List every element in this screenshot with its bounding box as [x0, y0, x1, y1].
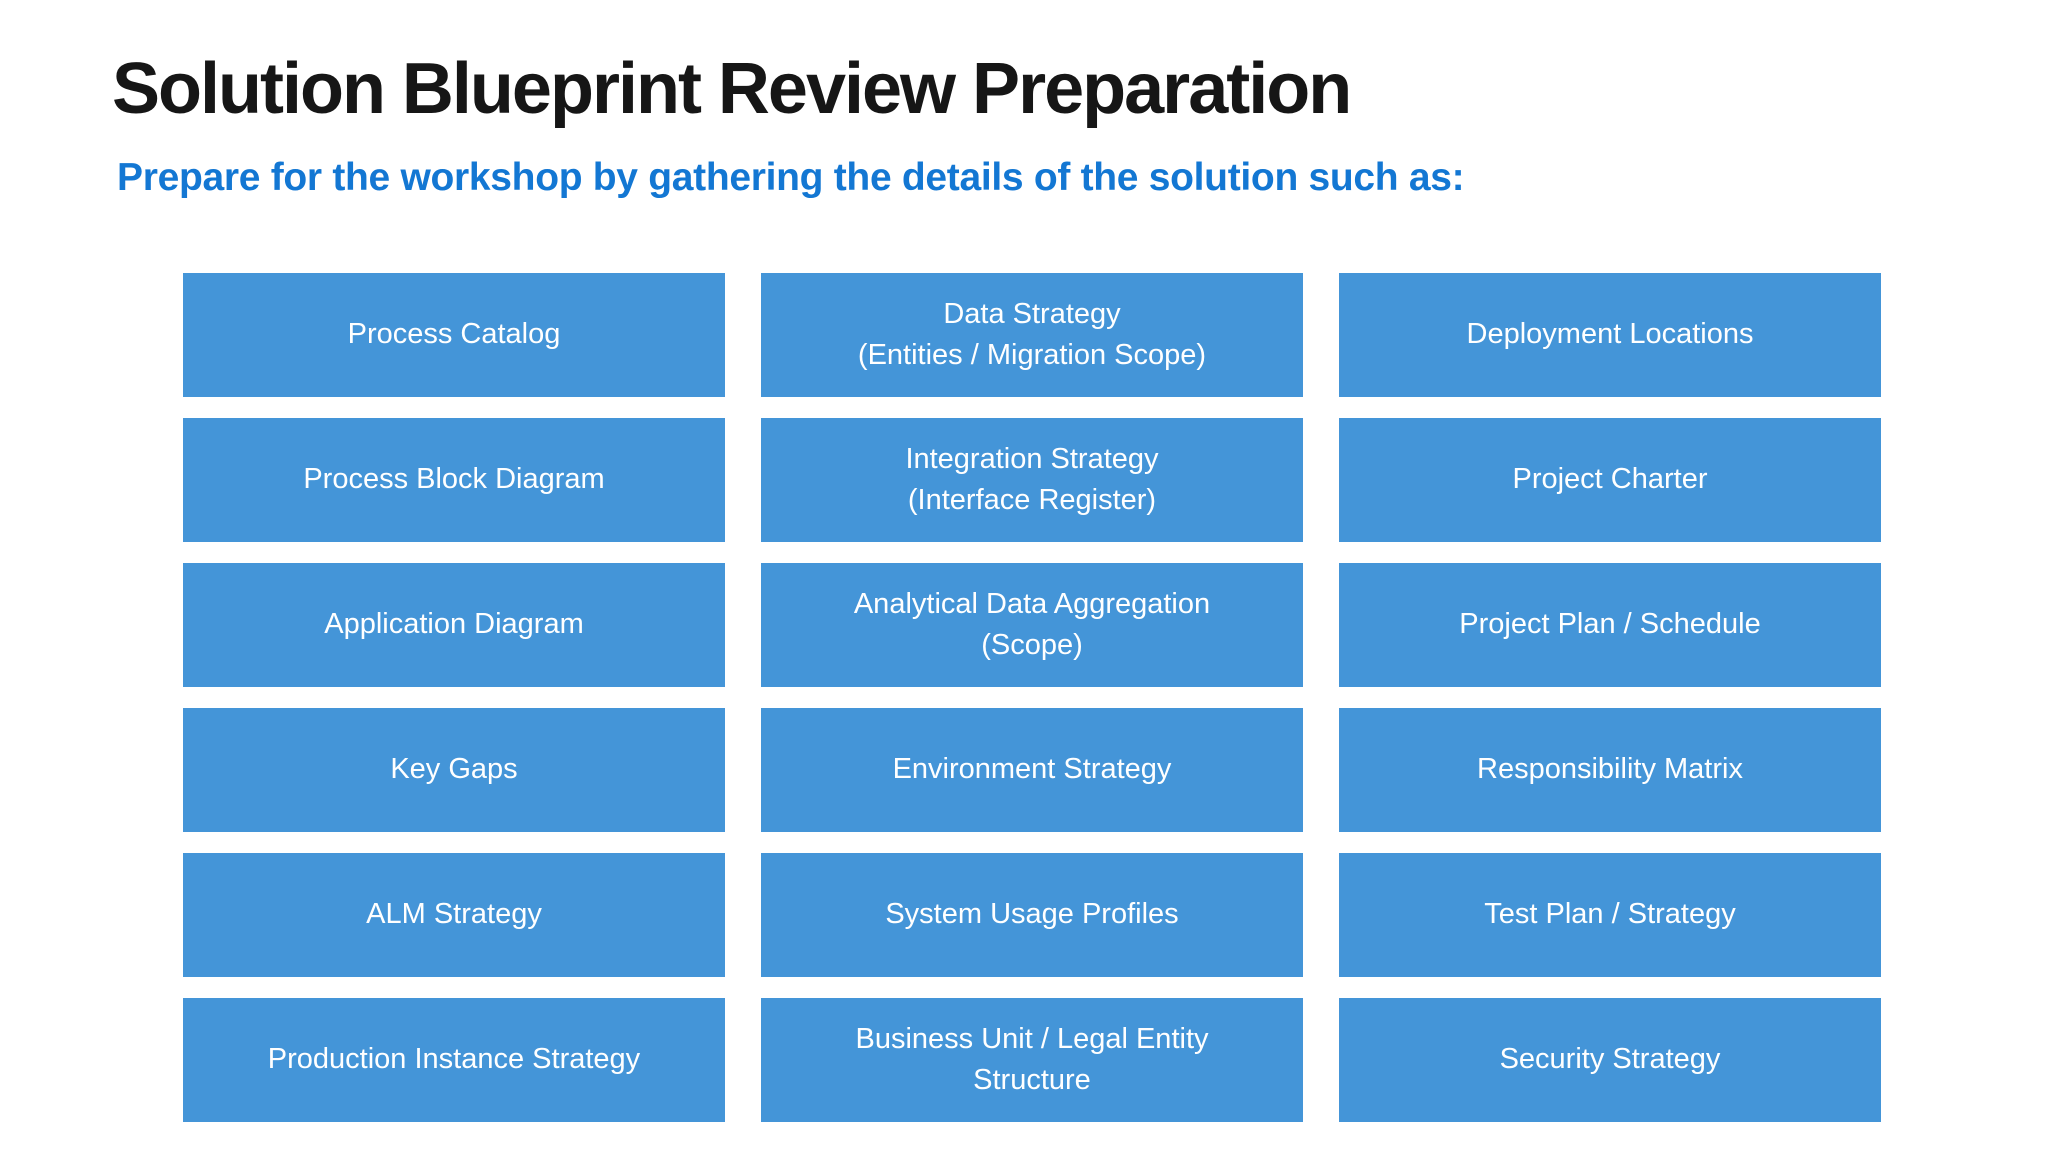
slide-title: Solution Blueprint Review Preparation: [112, 49, 1352, 129]
box-integration-strategy: Integration Strategy (Interface Register…: [761, 418, 1303, 542]
box-analytical-data-aggregation: Analytical Data Aggregation (Scope): [761, 563, 1303, 687]
box-label: Key Gaps: [390, 753, 518, 786]
box-data-strategy: Data Strategy (Entities / Migration Scop…: [761, 273, 1303, 397]
box-label: Deployment Locations: [1466, 318, 1754, 351]
slide-subtitle: Prepare for the workshop by gathering th…: [117, 156, 1465, 199]
box-label: Application Diagram: [324, 608, 584, 641]
box-label: Security Strategy: [1499, 1043, 1721, 1076]
box-process-catalog: Process Catalog: [183, 273, 725, 397]
box-test-plan-strategy: Test Plan / Strategy: [1339, 853, 1881, 977]
box-application-diagram: Application Diagram: [183, 563, 725, 687]
box-project-charter: Project Charter: [1339, 418, 1881, 542]
box-label: Responsibility Matrix: [1477, 753, 1743, 786]
box-process-block-diagram: Process Block Diagram: [183, 418, 725, 542]
box-system-usage-profiles: System Usage Profiles: [761, 853, 1303, 977]
box-label: Process Block Diagram: [303, 463, 605, 496]
box-production-instance-strategy: Production Instance Strategy: [183, 998, 725, 1122]
box-project-plan-schedule: Project Plan / Schedule: [1339, 563, 1881, 687]
box-label: Business Unit / Legal Entity Structure: [855, 1022, 1209, 1096]
box-responsibility-matrix: Responsibility Matrix: [1339, 708, 1881, 832]
box-business-unit-legal-entity-structure: Business Unit / Legal Entity Structure: [761, 998, 1303, 1122]
box-label: Production Instance Strategy: [267, 1043, 641, 1076]
box-environment-strategy: Environment Strategy: [761, 708, 1303, 832]
box-label: Process Catalog: [347, 318, 561, 351]
box-label: Project Charter: [1512, 463, 1708, 496]
box-alm-strategy: ALM Strategy: [183, 853, 725, 977]
box-label: Data Strategy (Entities / Migration Scop…: [857, 297, 1207, 371]
preparation-items-grid: Process Catalog Data Strategy (Entities …: [183, 273, 1881, 1122]
box-label: Integration Strategy (Interface Register…: [905, 442, 1159, 516]
box-label: Project Plan / Schedule: [1459, 608, 1761, 641]
box-label: ALM Strategy: [366, 898, 542, 931]
box-key-gaps: Key Gaps: [183, 708, 725, 832]
box-label: System Usage Profiles: [885, 898, 1179, 931]
box-deployment-locations: Deployment Locations: [1339, 273, 1881, 397]
box-label: Analytical Data Aggregation (Scope): [853, 587, 1211, 661]
box-label: Environment Strategy: [892, 753, 1172, 786]
box-label: Test Plan / Strategy: [1484, 898, 1736, 931]
box-security-strategy: Security Strategy: [1339, 998, 1881, 1122]
